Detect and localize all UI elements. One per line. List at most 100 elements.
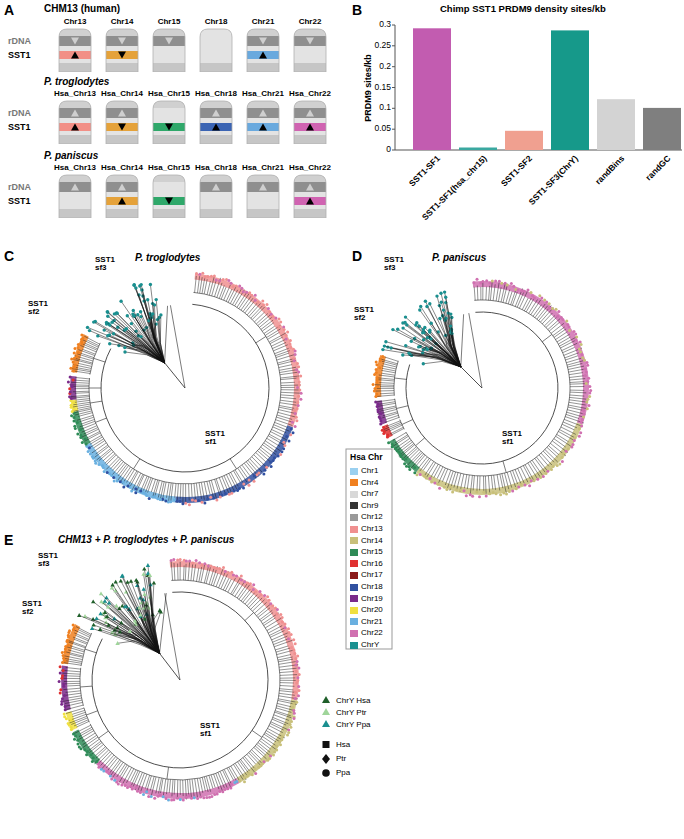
chromosome-shape [199,100,233,144]
tree-mark [569,400,586,402]
tree-mark [281,394,294,396]
tree-mark [430,330,461,367]
tree-mark [570,397,587,399]
tree-mark [501,283,505,302]
tree-mark [416,455,425,465]
tree-mark [79,731,94,740]
tree-mark [262,303,265,306]
tree-mark [67,634,70,637]
tree-mark [295,701,298,704]
tree-mark [281,616,284,619]
tree-mark [232,285,235,288]
tree-mark [280,672,294,673]
tree-mark [70,395,90,397]
tree-mark [228,493,231,496]
tree-mark [375,363,378,366]
tree-mark [219,478,226,495]
sst1-band [59,51,91,59]
tree-mark [215,567,218,570]
tree-mark [492,491,495,494]
chromosome-body [294,175,326,218]
tree-mark [588,404,591,407]
chromosome-label: Chr22 [287,16,333,27]
tree-mark [294,697,297,700]
tree-mark [478,495,481,498]
tree-mark [183,566,185,581]
tree-mark [482,280,483,300]
tree-mark [245,757,255,769]
tree-mark [61,697,64,700]
tree-mark [389,346,392,349]
tree-mark [293,359,296,362]
tree-mark [200,277,203,293]
tree-mark [117,344,120,347]
chromosome-ideogram: Chr15 [146,16,192,74]
tree-mark [474,300,570,418]
tree-mark [83,748,86,751]
tree-mark [144,574,160,653]
tree-mark [375,371,378,374]
tree-mark [264,326,275,333]
tree-mark [494,475,496,490]
tree-mark [85,443,88,446]
tree-mark [267,624,280,631]
tree-mark [275,422,288,427]
tree-mark [216,569,223,587]
tree-mark [568,405,587,409]
tree-mark [561,460,564,463]
tree-mark [129,785,132,788]
tree-mark [428,418,565,476]
tree-mark [230,571,233,574]
tree-mark [170,559,173,562]
legend-label: ChrY [361,640,379,649]
chromosome-ideogram: Hsa_Chr18 [193,88,239,146]
tree-mark [280,677,295,678]
tree-mark [219,573,225,588]
tree-mark [92,320,95,323]
tree-mark [294,425,297,428]
rdna-band [294,182,326,192]
tree-mark [473,476,474,491]
square-symbol [323,741,330,748]
tree-mark [403,462,406,465]
tree-mark [287,627,290,630]
tree-mark [271,604,274,607]
tree-mark [245,612,254,620]
tree-mark [442,308,445,311]
tree-mark [70,646,85,651]
tree-mark [90,401,102,403]
tree-mark [79,630,91,636]
tree-mark [122,485,125,488]
legend-label: Chr17 [361,570,383,579]
tree-mark [181,502,184,505]
tree-mark [76,731,98,762]
tree-mark [160,593,167,653]
tree-mark [81,420,94,425]
tree-mark [126,314,129,317]
tree-mark [133,459,139,469]
panel-letter: B [352,2,362,18]
tree-mark [171,560,173,580]
tree-mark [242,290,245,293]
chromosome-outline [59,101,91,144]
sst1-arrow [259,52,267,59]
tree-mark [276,420,293,426]
chromosome-ideogram: Hsa_Chr22 [287,162,333,220]
tree-mark [195,276,297,426]
tree-mark [269,754,272,757]
tree-mark [252,588,255,591]
tree-mark [216,773,223,791]
legend-swatch [350,526,358,533]
legend-label: Chr14 [361,536,383,545]
tree-mark [90,626,94,630]
tree-mark [293,712,296,715]
tree-mark [195,779,198,798]
tree-mark [196,483,198,497]
sst1-band [247,51,279,59]
tree-mark [177,780,178,797]
tree-mark [193,564,195,581]
long-arm [106,209,138,218]
tree-mark [503,461,506,473]
tree-mark [581,356,584,359]
tree-mark [266,595,269,598]
